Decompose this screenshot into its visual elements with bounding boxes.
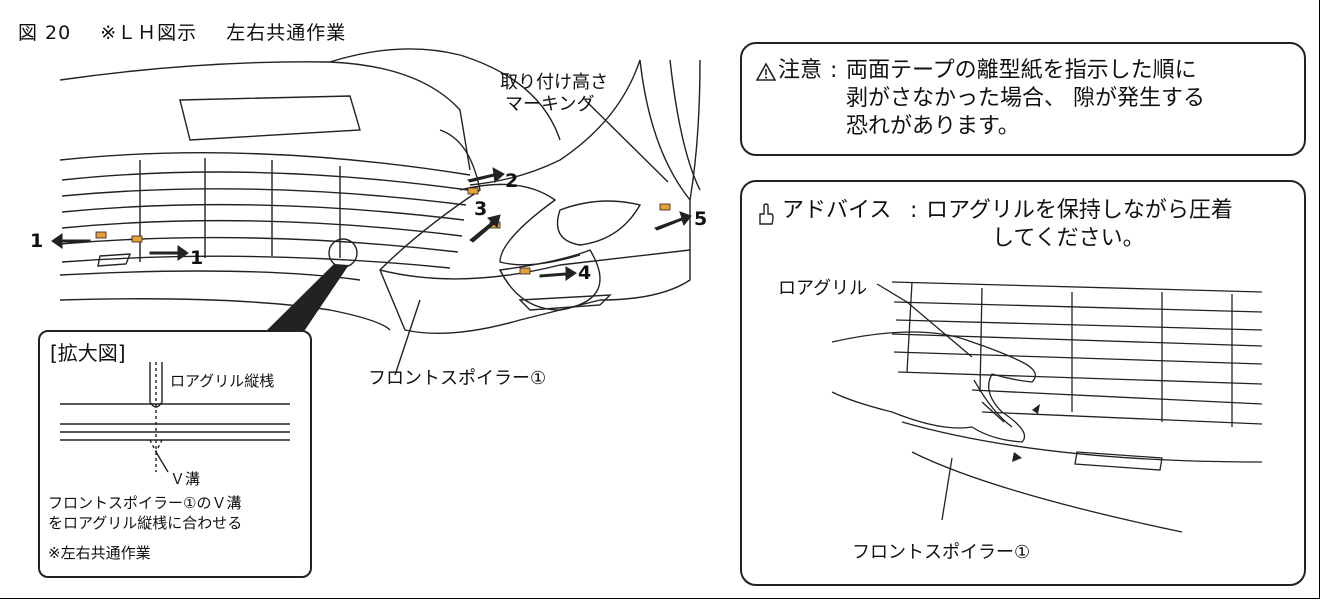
- step-1-right-label: 1: [190, 247, 204, 269]
- zoom-instruction-1: フロントスポイラー①のＶ溝: [48, 494, 242, 512]
- height-marking-label-1: 取り付け高さ: [500, 72, 608, 93]
- caution-line-3: 恐れがあります。: [846, 114, 1020, 139]
- advice-box: アドバイス : ロアグリルを保持しながら圧着 してください。: [740, 180, 1306, 586]
- zoom-instruction-2: をロアグリル縦桟に合わせる: [48, 514, 243, 532]
- step-4-label: 4: [578, 262, 592, 284]
- zoom-note: ※左右共通作業: [48, 544, 151, 562]
- zoom-title: [拡大図]: [50, 341, 126, 365]
- advice-label: アドバイス: [782, 198, 892, 223]
- zoom-v-groove-label: Ｖ溝: [170, 470, 201, 488]
- step-5-label: 5: [694, 208, 708, 230]
- caution-line-1: 両面テープの離型紙を指示した順に: [846, 58, 1197, 83]
- advice-spoiler-label: フロントスポイラー①: [852, 542, 1031, 563]
- zoom-detail-box: [拡大図] ロアグリル縦桟 Ｖ溝 フロントスポイラー①のＶ溝 をロアグリル縦桟に…: [38, 330, 312, 578]
- figure-title: 図 20 ※ＬＨ図示 左右共通作業: [18, 18, 368, 45]
- step-3-label: 3: [474, 198, 488, 220]
- figure-work-note: 左右共通作業: [226, 22, 347, 44]
- zoom-grille-bar-label: ロアグリル縦桟: [170, 372, 275, 390]
- advice-colon: :: [910, 198, 918, 223]
- caution-label: 注意: [778, 58, 823, 83]
- figure-subtitle: ※ＬＨ図示: [100, 22, 198, 44]
- caution-line-2: 剥がさなかった場合、 隙が発生する: [846, 86, 1205, 111]
- zoom-illustration: [60, 362, 290, 473]
- height-marking-label-2: マーキング: [505, 94, 595, 115]
- step-2-label: 2: [505, 170, 519, 192]
- warning-triangle-icon: [756, 62, 776, 81]
- advice-line-2: してください。: [992, 226, 1145, 251]
- advice-illustration: [831, 281, 1263, 533]
- advice-line-1: ロアグリルを保持しながら圧着: [926, 198, 1233, 223]
- step-1-left-label: 1: [30, 230, 44, 252]
- pointing-hand-icon: [759, 203, 774, 225]
- front-spoiler-label: フロントスポイラー①: [368, 368, 547, 389]
- caution-box: 注意 : 両面テープの離型紙を指示した順に 剥がさなかった場合、 隙が発生する …: [740, 42, 1306, 156]
- caution-colon: :: [830, 58, 838, 83]
- advice-grille-label: ロアグリル: [778, 278, 868, 299]
- figure-number: 図 20: [18, 22, 72, 44]
